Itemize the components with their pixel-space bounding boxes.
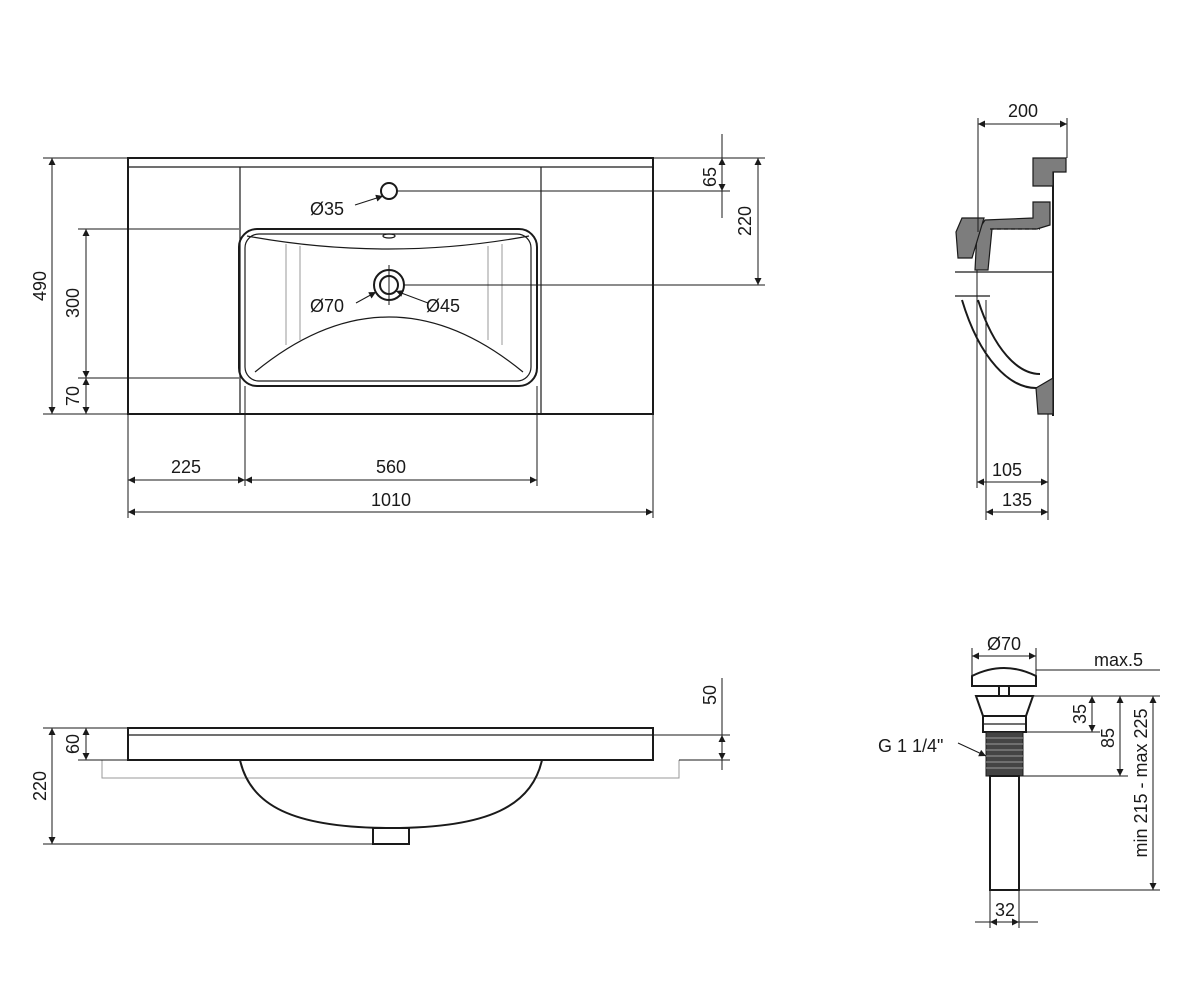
dim-left-margin-label: 225 — [171, 457, 201, 477]
dim-cap-dia-label: Ø70 — [987, 634, 1021, 654]
dim-pipe-dia-label: 32 — [995, 900, 1015, 920]
tap-hole-leader — [354, 194, 384, 206]
dim-overall-height-label: 220 — [30, 771, 50, 801]
drain-outer-leader — [355, 291, 377, 304]
side-section: 200 105 135 — [955, 101, 1068, 520]
drain-pipe — [989, 775, 1020, 891]
dim-drain-offset-label: 220 — [735, 206, 755, 236]
slab-outline — [127, 727, 654, 761]
drain-flange — [974, 695, 1035, 717]
dim-front-margin-label: 70 — [63, 386, 83, 406]
dim-overall-depth-label: 490 — [30, 271, 50, 301]
top-view: 490 300 70 65 220 Ø35 Ø70 Ø45 225 560 10 — [30, 134, 765, 518]
basin-outline — [127, 157, 654, 415]
overflow-slot — [382, 233, 396, 239]
back-section-hatch — [974, 201, 1051, 271]
thread-label: G 1 1/4" — [878, 736, 943, 756]
dim-body-height-label: 85 — [1098, 728, 1118, 748]
thread-leader — [957, 742, 987, 757]
front-view: 60 220 50 — [30, 678, 730, 845]
bowl-profile — [239, 759, 543, 830]
dim-slab-offset-label: 50 — [700, 685, 720, 705]
drain-detail: Ø70 max.5 35 85 min 215 - max 225 G 1 1/… — [878, 634, 1160, 928]
dim-cap-rise-label: max.5 — [1094, 650, 1143, 670]
lip-section-hatch — [955, 217, 985, 259]
bowl-front-curve — [254, 316, 524, 373]
tap-hole-dia-label: Ø35 — [310, 199, 344, 219]
slab-ghost — [101, 760, 680, 779]
bowl-outline — [238, 228, 538, 387]
dim-bowl-depth-label: 300 — [63, 288, 83, 318]
front-foot-hatch — [1035, 376, 1054, 415]
dim-wall-to-bowl-label: 105 — [992, 460, 1022, 480]
drain-cap — [971, 667, 1037, 687]
drain-stem — [998, 685, 1010, 697]
dim-wall-to-front-label: 135 — [1002, 490, 1032, 510]
bowl-wall-curve-outer — [961, 299, 1048, 389]
drain-outer-dia-label: Ø70 — [310, 296, 344, 316]
drain-inner-dia-label: Ø45 — [426, 296, 460, 316]
dim-top-depth-label: 200 — [1008, 101, 1038, 121]
drain-inner-leader — [395, 290, 429, 304]
dim-bowl-width-label: 560 — [376, 457, 406, 477]
dim-total-range-label: min 215 - max 225 — [1131, 708, 1151, 857]
tap-hole — [380, 182, 398, 200]
dim-overall-width-label: 1010 — [371, 490, 411, 510]
bowl-wall-curve-inner — [977, 299, 1041, 375]
dim-tap-offset-label: 65 — [700, 167, 720, 187]
top-section-hatch — [1032, 157, 1067, 187]
dim-rim-height-label: 60 — [63, 734, 83, 754]
drain-thread — [985, 731, 1024, 777]
dim-cap-height-label: 35 — [1070, 704, 1090, 724]
drain-stub — [372, 827, 410, 845]
bowl-back-curve — [246, 235, 530, 250]
